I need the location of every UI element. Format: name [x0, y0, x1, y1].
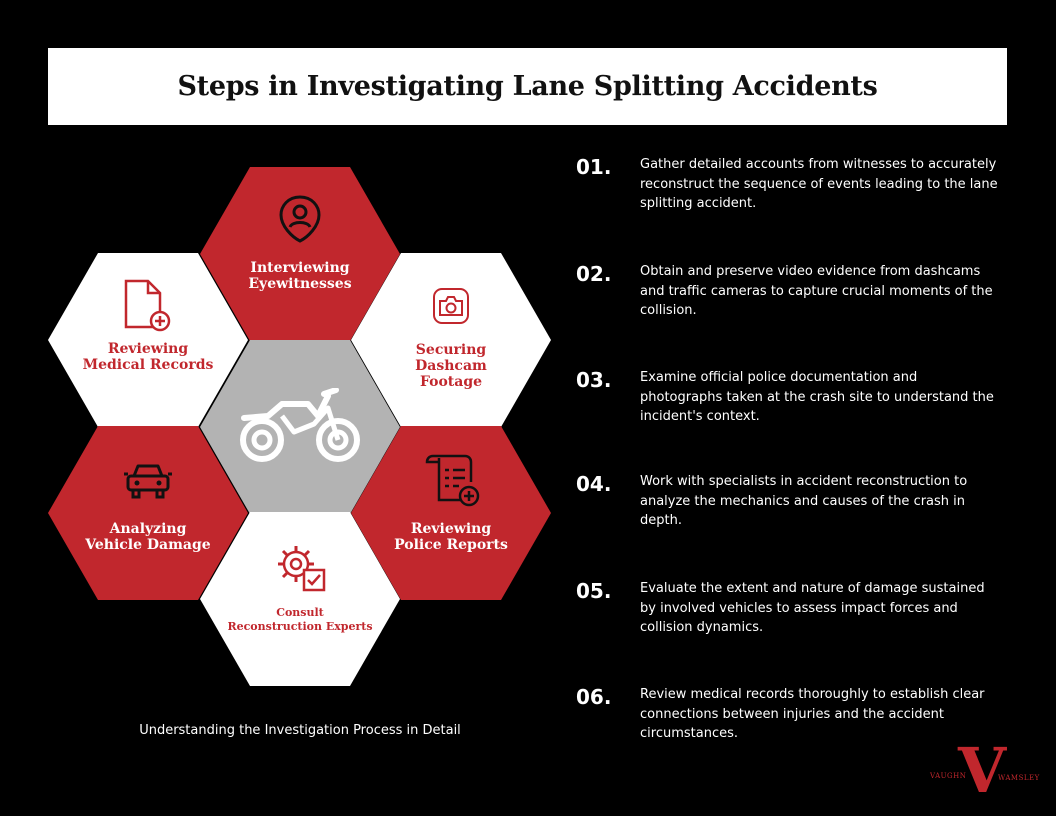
- page-title: Steps in Investigating Lane Splitting Ac…: [177, 71, 878, 102]
- hex-experts-label: Consult Reconstruction Experts: [227, 606, 373, 633]
- step-number: 05.: [576, 579, 612, 603]
- step-number: 02.: [576, 262, 612, 286]
- hex-vehicle-damage-label: Analyzing Vehicle Damage: [85, 521, 211, 553]
- step-number: 03.: [576, 368, 612, 392]
- logo-mark: V: [958, 734, 1007, 807]
- step-text: Obtain and preserve video evidence from …: [640, 264, 993, 318]
- hex-eyewitnesses-label: Interviewing Eyewitnesses: [248, 260, 352, 292]
- scroll-report-icon: [425, 454, 480, 507]
- person-pin-icon: [279, 195, 321, 243]
- motorcycle-icon: [240, 388, 360, 462]
- step-text: Gather detailed accounts from witnesses …: [640, 157, 998, 211]
- step-number: 01.: [576, 155, 612, 179]
- caption: Understanding the Investigation Process …: [139, 723, 461, 738]
- step-text: Work with specialists in accident recons…: [640, 474, 968, 528]
- hex-police-reports-label: Reviewing Police Reports: [394, 521, 508, 553]
- hex-medical-records-label: Reviewing Medical Records: [82, 341, 214, 373]
- step-number: 04.: [576, 472, 612, 496]
- step-number: 06.: [576, 685, 612, 709]
- step-text: Evaluate the extent and nature of damage…: [640, 581, 985, 635]
- brand-logo: V VAUGHN WAMSLEY: [928, 740, 1040, 806]
- gear-checklist-icon: [278, 546, 326, 592]
- title-banner: Steps in Investigating Lane Splitting Ac…: [48, 48, 1007, 125]
- logo-right-text: WAMSLEY: [998, 774, 1040, 782]
- step-text: Review medical records thoroughly to est…: [640, 687, 985, 741]
- document-plus-icon: [124, 279, 171, 332]
- camera-icon: [433, 288, 469, 324]
- car-icon: [124, 464, 172, 499]
- hex-dashcam-label: Securing Dashcam Footage: [415, 342, 487, 390]
- step-text: Examine official police documentation an…: [640, 370, 994, 424]
- logo-left-text: VAUGHN: [930, 772, 967, 780]
